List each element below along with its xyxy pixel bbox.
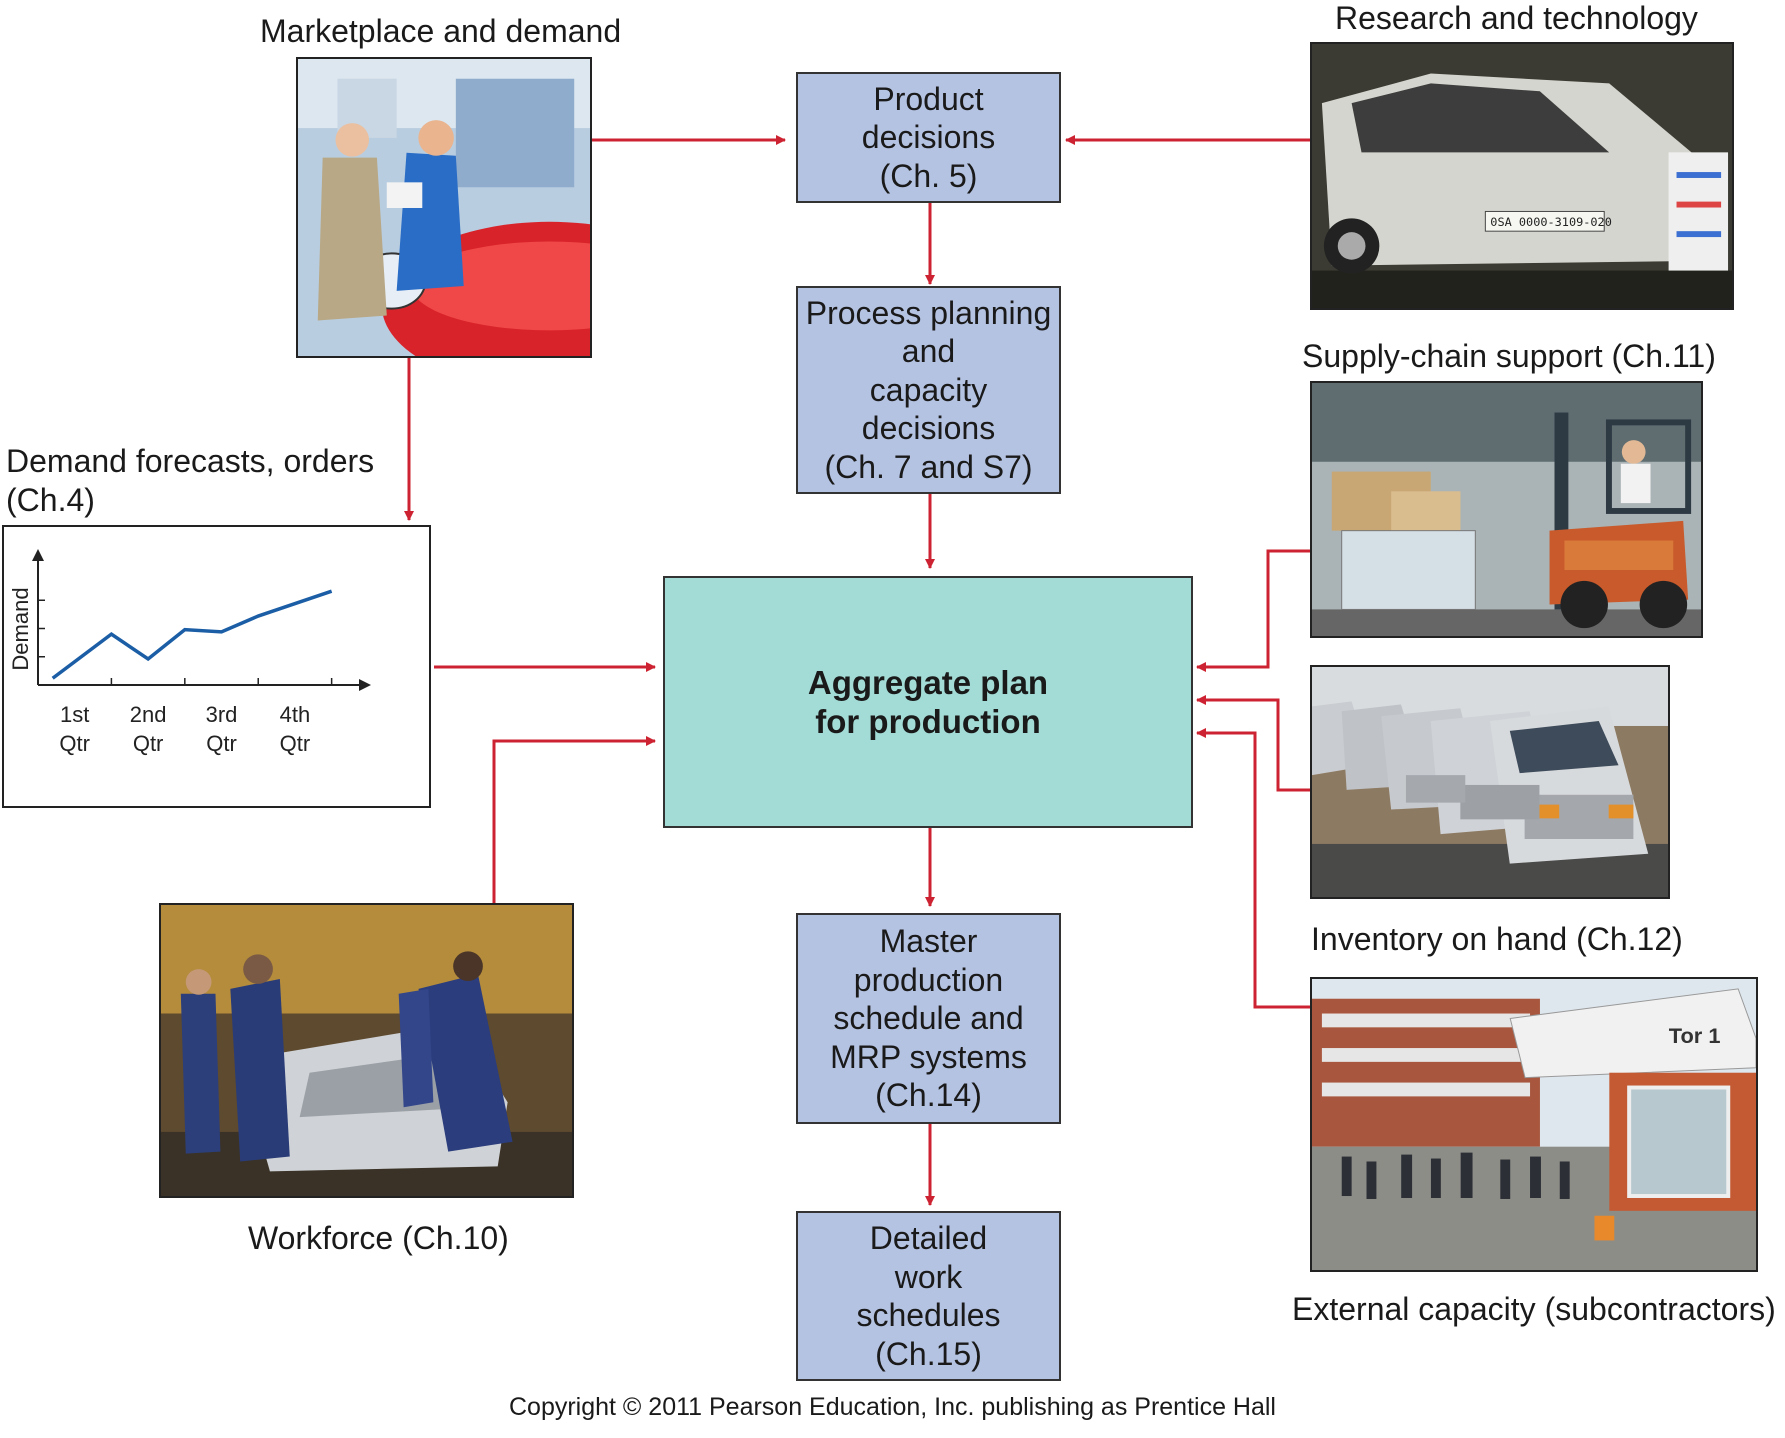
- box-line: Product: [873, 80, 984, 117]
- crash-plate-text: 0SA 0000-3109-020: [1490, 215, 1612, 229]
- workforce-assembly-photo: [159, 903, 574, 1198]
- box-line: schedules: [856, 1297, 1001, 1333]
- inventory-vehicles-photo: [1310, 665, 1670, 899]
- arrow-workforce-to-aggregate: [492, 736, 656, 903]
- box-line: decisions: [861, 119, 996, 156]
- arrow-inventory-to-aggregate: [1196, 695, 1310, 792]
- product-decisions-box: Product decisions (Ch. 5): [796, 72, 1061, 203]
- x-axis-arrowhead: [359, 679, 371, 691]
- chart-ticks: [38, 599, 333, 685]
- x-tick-label: Qtr: [280, 731, 311, 756]
- box-line: Detailed: [869, 1220, 988, 1256]
- box-line: schedule and: [833, 1000, 1024, 1037]
- x-tick-label: Qtr: [206, 731, 237, 756]
- research-crash-test-photo: 0SA 0000-3109-020: [1310, 42, 1734, 310]
- box-line: (Ch. 7 and S7): [824, 448, 1033, 485]
- box-line: work: [894, 1258, 963, 1295]
- box-line: decisions: [861, 410, 996, 447]
- label-forecasts-line1: Demand forecasts, orders: [6, 443, 375, 479]
- arrow-external-to-aggregate: [1196, 728, 1310, 1009]
- label-research: Research and technology: [1335, 0, 1698, 36]
- x-tick-label: Qtr: [133, 731, 164, 756]
- label-inventory: Inventory on hand (Ch.12): [1311, 921, 1683, 957]
- y-axis-arrowhead: [32, 549, 44, 561]
- copyright-text: Copyright © 2011 Pearson Education, Inc.…: [508, 1393, 1276, 1421]
- label-supply-chain: Supply-chain support (Ch.11): [1302, 338, 1716, 374]
- y-axis-label: Demand: [8, 587, 33, 670]
- box-line: for production: [815, 703, 1041, 740]
- box-line: and: [901, 333, 956, 370]
- arrow-supply-to-aggregate: [1196, 549, 1310, 672]
- box-line: (Ch. 5): [879, 157, 978, 194]
- x-tick-label: 3rd: [206, 702, 238, 727]
- box-line: production: [853, 961, 1004, 998]
- box-line: (Ch.14): [875, 1077, 982, 1114]
- label-workforce: Workforce (Ch.10): [248, 1220, 509, 1256]
- x-tick-label: 1st: [60, 702, 89, 727]
- external-capacity-photo: Tor 1: [1310, 977, 1758, 1272]
- gate-sign-text: Tor 1: [1669, 1023, 1721, 1048]
- x-tick-label: Qtr: [59, 731, 90, 756]
- master-production-box: Master production schedule and MRP syste…: [796, 913, 1061, 1124]
- box-line: Master: [879, 923, 978, 960]
- x-tick-label: 2nd: [130, 702, 167, 727]
- process-planning-box: Process planning and capacity decisions …: [796, 286, 1061, 494]
- label-forecasts-line2: (Ch.4): [6, 482, 95, 518]
- box-line: capacity: [869, 371, 988, 408]
- label-external: External capacity (subcontractors): [1292, 1291, 1776, 1327]
- demand-series-line: [51, 589, 333, 680]
- supply-chain-forklift-photo: [1310, 381, 1703, 638]
- box-line: Process planning: [805, 294, 1052, 331]
- chart-axes: [32, 549, 371, 691]
- label-marketplace: Marketplace and demand: [260, 13, 622, 49]
- box-line: (Ch.15): [875, 1335, 982, 1372]
- marketplace-photo: [296, 57, 592, 358]
- detailed-schedules-box: Detailed work schedules (Ch.15): [796, 1211, 1061, 1381]
- x-tick-label: 4th: [280, 702, 311, 727]
- aggregate-plan-box: Aggregate plan for production: [663, 576, 1193, 828]
- box-line: MRP systems: [830, 1038, 1027, 1075]
- box-line: Aggregate plan: [807, 664, 1049, 701]
